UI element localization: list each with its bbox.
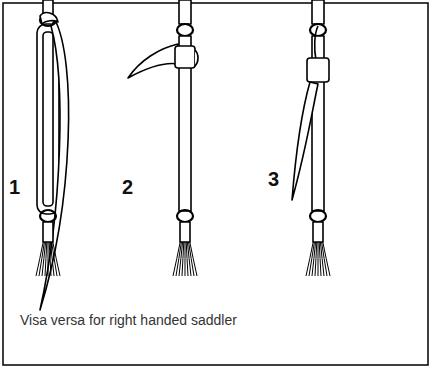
tassel-strand bbox=[318, 242, 319, 276]
tassel-strand bbox=[45, 242, 47, 276]
callout-number: 1 bbox=[9, 176, 20, 199]
callout-number: 3 bbox=[268, 168, 279, 191]
tassel bbox=[36, 242, 330, 276]
frame bbox=[3, 3, 428, 365]
tassel-strand bbox=[185, 242, 186, 276]
lace-step-1 bbox=[37, 0, 69, 310]
tassel-strand bbox=[315, 242, 317, 276]
tassel-strand bbox=[53, 242, 60, 276]
tassel-strand bbox=[48, 242, 49, 276]
tassel-strand bbox=[190, 242, 197, 276]
note: Visa versa for right handed saddler bbox=[20, 312, 237, 328]
tassel-strand bbox=[182, 242, 184, 276]
tassel-strand bbox=[323, 242, 330, 276]
callout-number: 2 bbox=[122, 176, 133, 199]
lace-step-3 bbox=[292, 0, 329, 242]
lace-step-2 bbox=[128, 0, 198, 242]
